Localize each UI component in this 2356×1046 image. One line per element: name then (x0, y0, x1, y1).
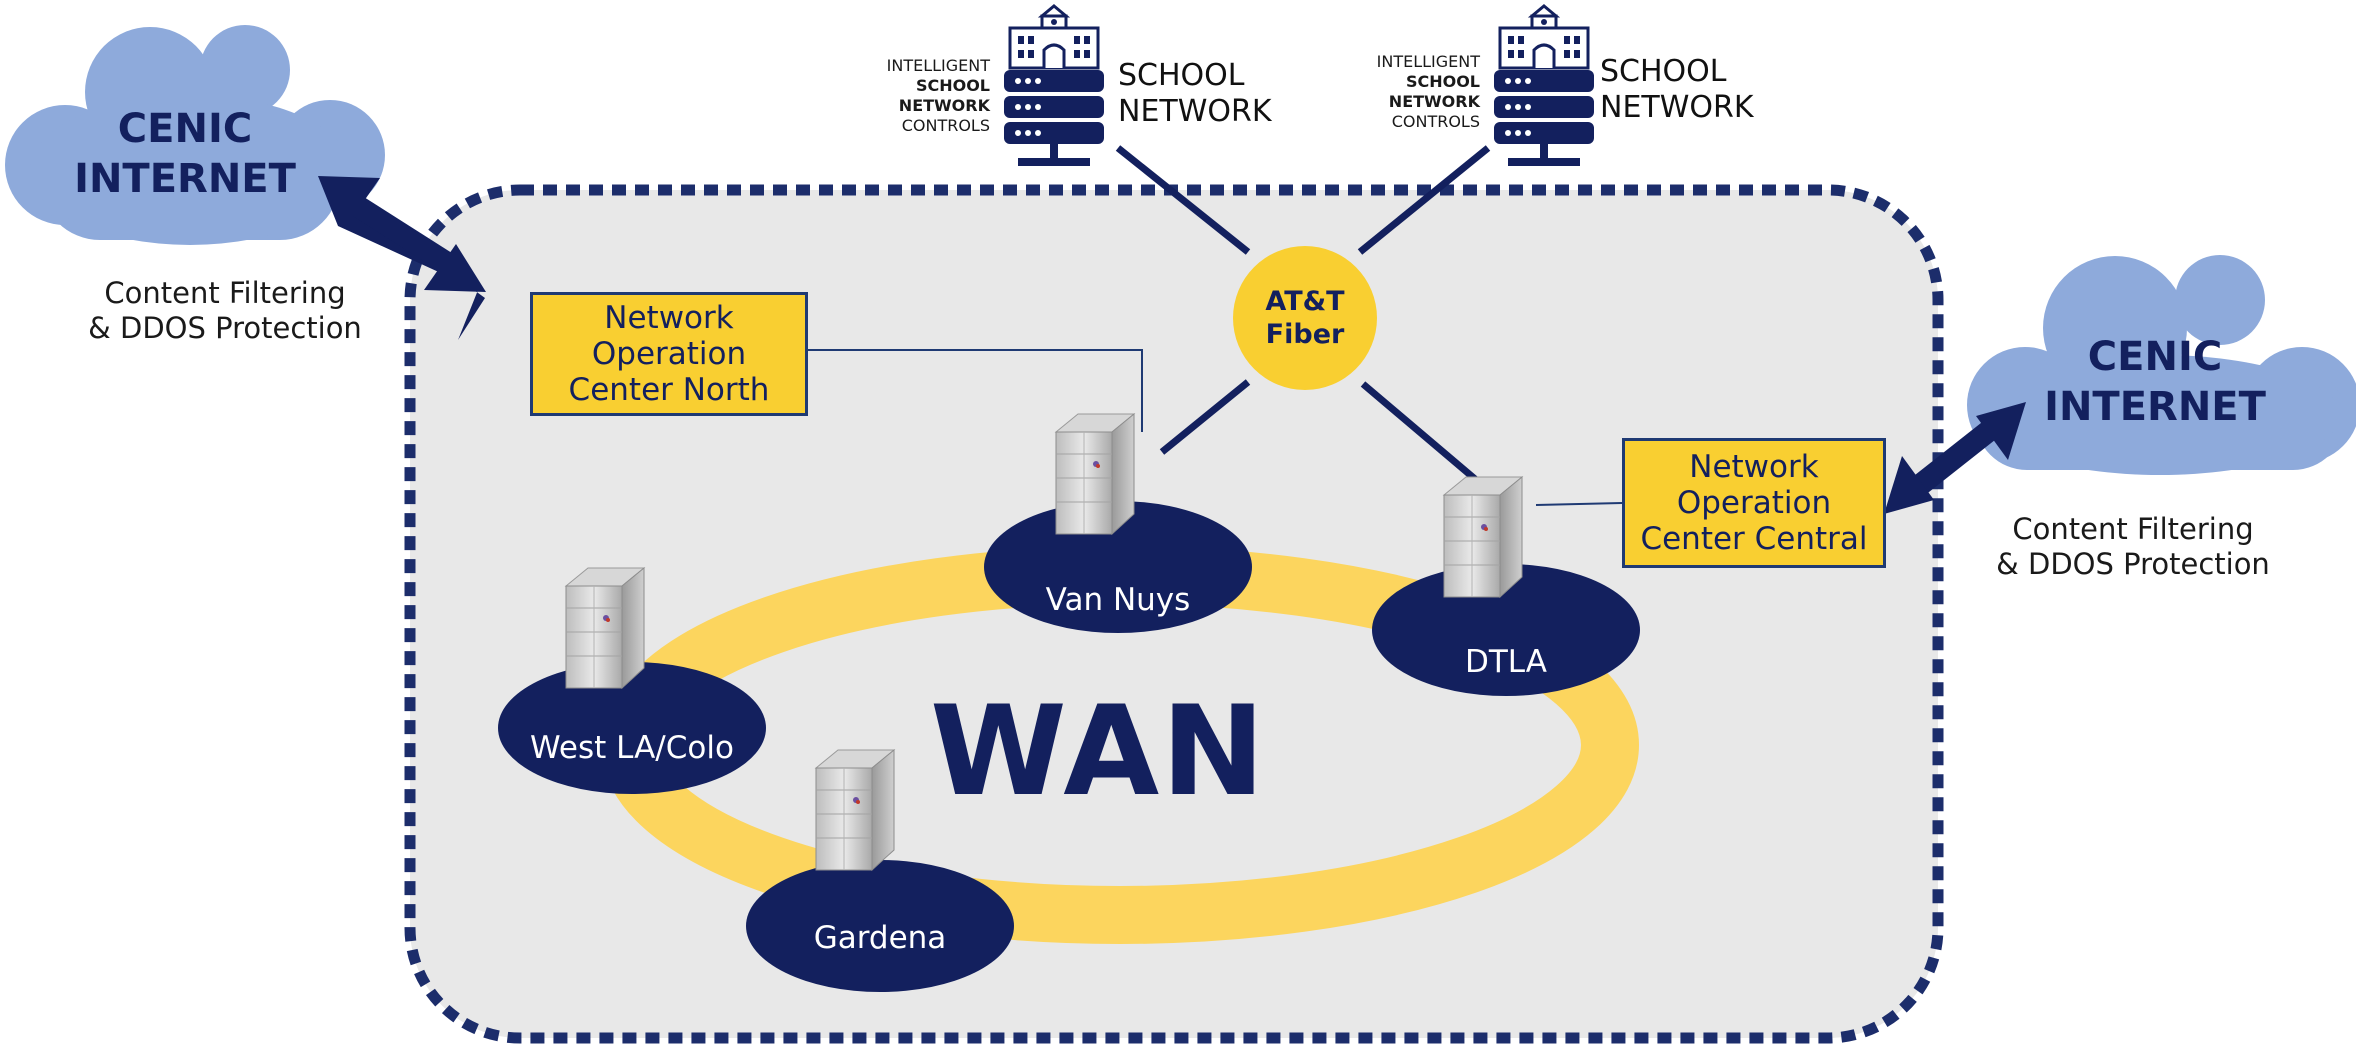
node-westla-label: West LA/Colo (530, 730, 734, 766)
cloud-right-line2: INTERNET (2044, 384, 2266, 430)
wan-title: WAN (930, 680, 1267, 824)
caption-right-line1: Content Filtering (2012, 512, 2254, 546)
school-left-ctrl-3: CONTROLS (901, 116, 990, 135)
arrow-left (318, 176, 486, 340)
noc-central-line3: Center Central (1640, 521, 1868, 557)
noc-central-line1: Network (1689, 449, 1819, 485)
noc-north-connector (808, 349, 1143, 432)
link-school-right (1357, 145, 1491, 255)
school-right-ctrl-3: CONTROLS (1391, 112, 1480, 131)
noc-central-connector (1535, 502, 1623, 506)
cloud-right-label: CENIC INTERNET (2030, 332, 2280, 432)
server-vannuys (1055, 413, 1135, 535)
arrow-right (1884, 402, 2026, 514)
att-fiber-node (1233, 246, 1377, 390)
school-right-ctrl-0: INTELLIGENT (1376, 52, 1480, 71)
node-vannuys-base (984, 501, 1252, 633)
school-right-title1: SCHOOL (1600, 54, 1727, 89)
noc-north-line2: Operation (591, 336, 747, 372)
cloud-right-line1: CENIC (2087, 334, 2223, 380)
noc-central-box: Network Operation Center Central (1622, 438, 1886, 568)
cloud-right (1967, 255, 2356, 475)
caption-right-line2: & DDOS Protection (1996, 547, 2270, 581)
caption-left-line1: Content Filtering (104, 276, 346, 310)
server-dtla (1443, 476, 1523, 598)
node-dtla-label: DTLA (1465, 644, 1547, 680)
school-left-title: SCHOOL NETWORK (1118, 58, 1272, 130)
cloud-left-line2: INTERNET (74, 156, 296, 202)
link-school-left (1115, 145, 1251, 255)
server-westla (565, 567, 645, 689)
att-fiber-label: AT&T Fiber (1240, 285, 1370, 351)
noc-central-line2: Operation (1676, 485, 1832, 521)
link-vannuys (1159, 379, 1251, 455)
noc-north-box: Network Operation Center North (530, 292, 808, 416)
school-right-title: SCHOOL NETWORK (1600, 54, 1754, 126)
cloud-left-label: CENIC INTERNET (60, 104, 310, 204)
school-left-ctrl-2: NETWORK (898, 96, 990, 115)
node-gardena-label: Gardena (813, 920, 947, 956)
link-dtla (1360, 381, 1491, 493)
att-fiber-line1: AT&T (1265, 286, 1345, 317)
node-vannuys-label: Van Nuys (1045, 582, 1191, 618)
school-right-title2: NETWORK (1600, 90, 1754, 125)
school-right-ctrl-2: NETWORK (1388, 92, 1480, 111)
school-left-controls: INTELLIGENT SCHOOL NETWORK CONTROLS (876, 56, 990, 136)
school-left-title1: SCHOOL (1118, 58, 1245, 93)
school-left-ctrl-1: SCHOOL (915, 76, 990, 95)
server-gardena (815, 749, 895, 871)
att-fiber-line2: Fiber (1265, 319, 1345, 350)
node-westla-base (498, 662, 766, 794)
school-right-ctrl-1: SCHOOL (1405, 72, 1480, 91)
noc-north-line3: Center North (568, 372, 770, 408)
node-dtla-base (1372, 564, 1640, 696)
caption-left: Content Filtering & DDOS Protection (70, 276, 380, 346)
school-right-icon (1492, 4, 1596, 168)
caption-right: Content Filtering & DDOS Protection (1978, 512, 2288, 582)
caption-left-line2: & DDOS Protection (88, 311, 362, 345)
school-left-icon (1002, 4, 1106, 168)
cloud-left-line1: CENIC (117, 106, 253, 152)
school-left-title2: NETWORK (1118, 94, 1272, 129)
school-right-controls: INTELLIGENT SCHOOL NETWORK CONTROLS (1366, 52, 1480, 132)
node-gardena-base (746, 860, 1014, 992)
noc-north-line1: Network (604, 300, 734, 336)
school-left-ctrl-0: INTELLIGENT (886, 56, 990, 75)
